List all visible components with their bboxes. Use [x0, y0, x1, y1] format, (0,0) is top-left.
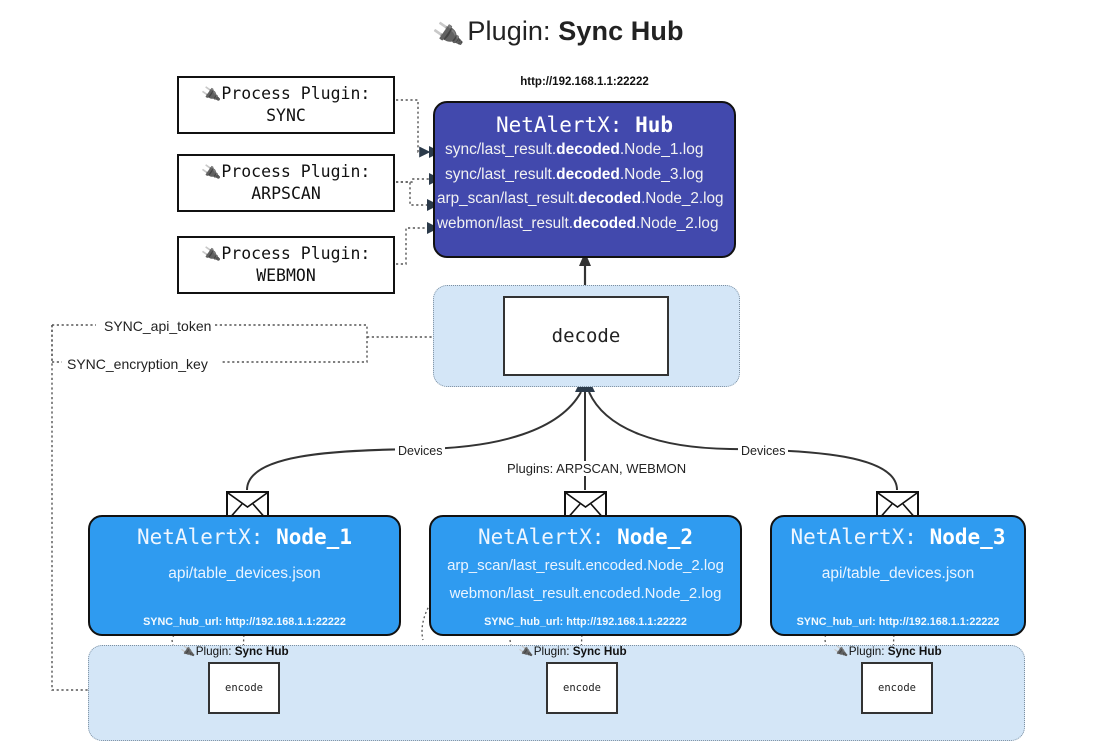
label-sync-encryption-key: SYNC_encryption_key — [64, 356, 211, 372]
process-plugin-heading: 🔌Process Plugin: — [200, 162, 371, 183]
edge-label-devices-left: Devices — [395, 444, 446, 458]
node-file-row: api/table_devices.json — [821, 565, 975, 582]
node-file-row: api/table_devices.json — [168, 565, 321, 582]
process-plugin-name: ARPSCAN — [251, 183, 321, 203]
encode-box-node-3[interactable]: encode — [861, 662, 933, 714]
node-file-row: webmon/last_result.encoded.Node_2.log — [449, 585, 722, 603]
plug-icon: 🔌 — [833, 644, 849, 660]
process-plugin-box-arpscan[interactable]: 🔌Process Plugin: ARPSCAN — [177, 154, 395, 212]
hub-file-row: sync/last_result.decoded.Node_3.log — [445, 166, 704, 184]
encode-box-node-1[interactable]: encode — [208, 662, 280, 714]
decode-box[interactable]: decode — [503, 296, 669, 376]
node-title: NetAlertX: Node_3 — [790, 525, 1006, 549]
page-title: 🔌Plugin: Sync Hub — [0, 16, 1117, 50]
plugin-tag-node-3: 🔌Plugin: Sync Hub — [833, 644, 942, 660]
page-title-name: Sync Hub — [558, 16, 684, 46]
plug-icon: 🔌 — [518, 644, 534, 660]
hub-node-box[interactable]: NetAlertX: Hub sync/last_result.decoded.… — [433, 101, 736, 258]
hub-title-name: Hub — [635, 113, 674, 137]
node-hub-url: SYNC_hub_url: http://192.168.1.1:22222 — [143, 616, 346, 628]
node-box-node-1[interactable]: NetAlertX: Node_1 api/table_devices.json… — [88, 515, 401, 636]
plug-icon: 🔌 — [200, 162, 222, 183]
node-box-node-3[interactable]: NetAlertX: Node_3 api/table_devices.json… — [770, 515, 1026, 636]
node-file-row: arp_scan/last_result.encoded.Node_2.log — [447, 557, 724, 574]
process-plugin-heading: 🔌Process Plugin: — [200, 84, 371, 105]
plug-icon: 🔌 — [431, 18, 466, 51]
process-plugin-heading: 🔌Process Plugin: — [200, 244, 371, 265]
hub-url-label: http://192.168.1.1:22222 — [520, 76, 649, 88]
node-title: NetAlertX: Node_1 — [137, 525, 352, 549]
process-plugin-box-webmon[interactable]: 🔌Process Plugin: WEBMON — [177, 236, 395, 294]
node-hub-url: SYNC_hub_url: http://192.168.1.1:22222 — [484, 616, 687, 628]
process-plugin-name: SYNC — [266, 105, 306, 125]
process-plugin-name: WEBMON — [256, 265, 316, 285]
encode-box-node-2[interactable]: encode — [546, 662, 618, 714]
edge-label-plugins-middle: Plugins: ARPSCAN, WEBMON — [504, 461, 690, 476]
label-sync-api-token: SYNC_api_token — [101, 318, 215, 334]
edge-label-devices-right: Devices — [738, 444, 789, 458]
node-hub-url: SYNC_hub_url: http://192.168.1.1:22222 — [796, 616, 1000, 628]
node-box-node-2[interactable]: NetAlertX: Node_2 arp_scan/last_result.e… — [429, 515, 742, 636]
node-title: NetAlertX: Node_2 — [478, 525, 693, 549]
hub-file-row: arp_scan/last_result.decoded.Node_2.log — [437, 190, 724, 208]
plug-icon: 🔌 — [200, 244, 222, 265]
plug-icon: 🔌 — [180, 644, 196, 660]
hub-file-row: sync/last_result.decoded.Node_1.log — [445, 141, 704, 158]
hub-title-prefix: NetAlertX: — [495, 113, 623, 137]
plugin-tag-node-1: 🔌Plugin: Sync Hub — [180, 644, 289, 660]
plugin-tag-node-2: 🔌Plugin: Sync Hub — [518, 644, 627, 660]
process-plugin-box-sync[interactable]: 🔌Process Plugin: SYNC — [177, 76, 395, 134]
hub-file-row: webmon/last_result.decoded.Node_2.log — [437, 214, 719, 232]
plug-icon: 🔌 — [200, 84, 222, 105]
page-title-prefix: Plugin: — [467, 16, 551, 46]
hub-title: NetAlertX: Hub — [435, 113, 734, 137]
